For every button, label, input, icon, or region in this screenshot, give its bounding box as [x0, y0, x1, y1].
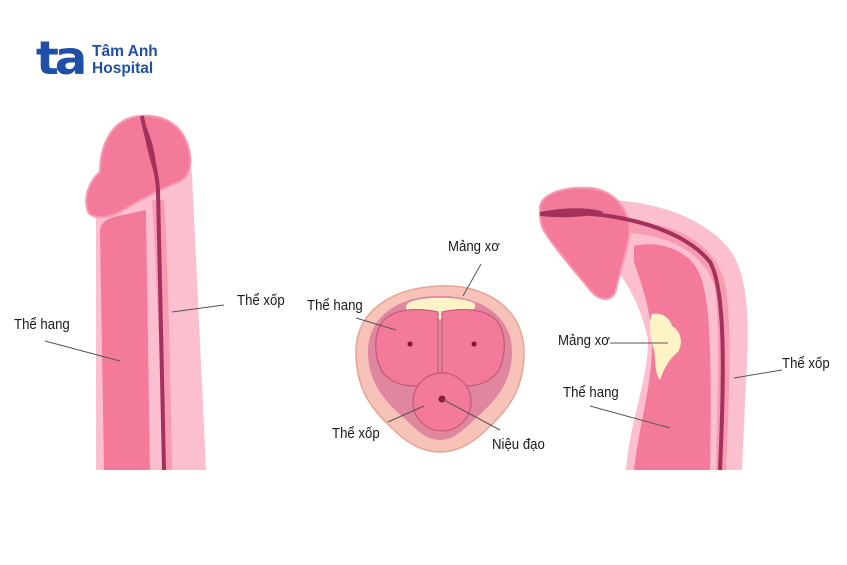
curved-urethra-opening: [540, 208, 604, 218]
curved-glans: [538, 186, 632, 300]
label-curved-corpus-spongiosum: Thể xốp: [782, 355, 830, 372]
corpus-cavernosum-shape: [100, 210, 150, 470]
artery-left: [407, 341, 413, 347]
label-curved-corpus-cavernosum: Thể hang: [563, 384, 619, 401]
label-cross-urethra: Niệu đạo: [492, 436, 545, 453]
urethra-opening: [142, 116, 157, 180]
cross-plaque: [406, 297, 476, 320]
label-curved-plaque: Mảng xơ: [558, 332, 610, 349]
leader-cross-plaque: [462, 263, 482, 297]
leader-cross-cavernosum: [355, 317, 397, 331]
leader-left-spongiosum: [171, 304, 225, 313]
label-left-corpus-spongiosum: Thể xốp: [237, 292, 285, 309]
leader-curved-cavernosum: [589, 405, 671, 429]
curved-urethra: [539, 210, 725, 471]
logo-text: Tâm Anh Hospital: [92, 43, 158, 77]
label-left-corpus-cavernosum: Thể hang: [14, 316, 70, 333]
cross-section: [355, 285, 525, 453]
artery-right: [471, 341, 477, 347]
logo-line-1: Tâm Anh: [92, 43, 158, 60]
logo-line-2: Hospital: [92, 60, 154, 77]
leader-curved-spongiosum: [733, 369, 783, 379]
leader-cross-urethra: [441, 398, 501, 431]
logo-mark: ta: [35, 31, 87, 85]
glans-shape: [85, 114, 192, 219]
curved-penis-side-view: [538, 186, 748, 471]
leader-lines: [44, 263, 783, 431]
normal-penis-side-view: [85, 114, 206, 471]
inner-light-strip: [146, 208, 158, 470]
curved-spongiosum-strip: [610, 221, 730, 470]
leader-cross-spongiosum: [387, 405, 425, 423]
cross-cavernosum-left: [375, 309, 439, 387]
label-cross-corpus-cavernosum: Thể hang: [307, 297, 363, 314]
tam-anh-hospital-logo: ta Tâm Anh Hospital: [35, 31, 158, 85]
label-cross-plaque: Mảng xơ: [448, 238, 500, 255]
curved-plaque: [649, 313, 681, 380]
leader-left-cavernosum: [44, 340, 121, 362]
label-cross-corpus-spongiosum: Thể xốp: [332, 425, 380, 442]
